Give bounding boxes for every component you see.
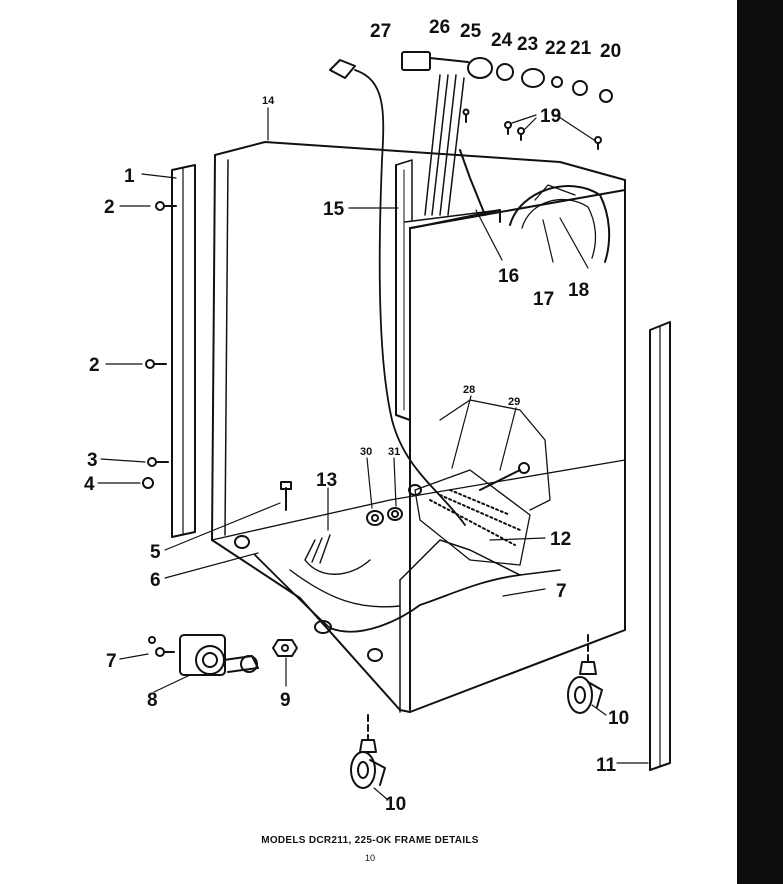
callout-10-right: 10 (608, 708, 629, 729)
callout-6: 6 (150, 570, 161, 591)
callout-16: 16 (498, 266, 519, 287)
callout-26: 26 (429, 17, 450, 38)
callout-9: 9 (280, 690, 291, 711)
washers (366, 507, 403, 526)
callout-1: 1 (124, 166, 135, 187)
diagram-caption: MODELS DCR211, 225-OK FRAME DETAILS (261, 835, 479, 846)
callout-10-bottom: 10 (385, 794, 406, 815)
rear-post (395, 159, 413, 421)
callout-19: 19 (540, 106, 561, 127)
hose (254, 554, 521, 634)
callout-2-middle: 2 (89, 355, 100, 376)
power-cord (329, 59, 466, 526)
scan-edge-bar (737, 0, 783, 884)
page-number: 10 (364, 853, 375, 863)
callout-28: 28 (463, 384, 475, 396)
callout-31: 31 (388, 446, 400, 458)
callout-7-right: 7 (556, 581, 567, 602)
callout-27: 27 (370, 21, 391, 42)
callout-3: 3 (87, 450, 98, 471)
callout-17: 17 (533, 289, 554, 310)
callout-29: 29 (508, 396, 520, 408)
switch-assembly (401, 51, 613, 103)
water-valve (179, 634, 259, 676)
callout-11: 11 (596, 755, 617, 776)
screw-icons (142, 108, 602, 657)
callout-4: 4 (84, 474, 95, 495)
callout-labels: 1 2 2 3 4 5 6 7 7 8 9 10 10 11 12 13 14 … (84, 17, 629, 815)
bracket (411, 149, 501, 229)
bolt (479, 462, 530, 491)
left-side-rail (171, 164, 196, 538)
callout-24: 24 (491, 30, 513, 51)
callout-22: 22 (545, 38, 566, 59)
callout-23: 23 (517, 34, 538, 55)
wire-leads (289, 534, 401, 608)
callout-2-top: 2 (104, 197, 115, 218)
callout-20: 20 (600, 41, 621, 62)
right-side-rail (649, 321, 671, 771)
callout-15: 15 (323, 199, 345, 220)
wire-harness (424, 74, 465, 216)
callout-8: 8 (147, 690, 158, 711)
callout-25: 25 (460, 21, 482, 42)
callout-12: 12 (550, 529, 571, 550)
callout-13: 13 (316, 470, 337, 491)
leader-lines (97, 107, 649, 801)
motor-pulley-housing (509, 184, 611, 263)
callout-5: 5 (150, 542, 161, 563)
frame-feet (234, 484, 422, 662)
callout-21: 21 (570, 38, 592, 59)
insulation-pad (414, 469, 531, 566)
nut (272, 639, 298, 657)
caster-left (350, 714, 386, 789)
caster-right (567, 634, 603, 714)
callout-30: 30 (360, 446, 372, 458)
callout-18: 18 (568, 280, 589, 301)
callout-14: 14 (262, 95, 275, 107)
callout-7-left: 7 (106, 651, 117, 672)
